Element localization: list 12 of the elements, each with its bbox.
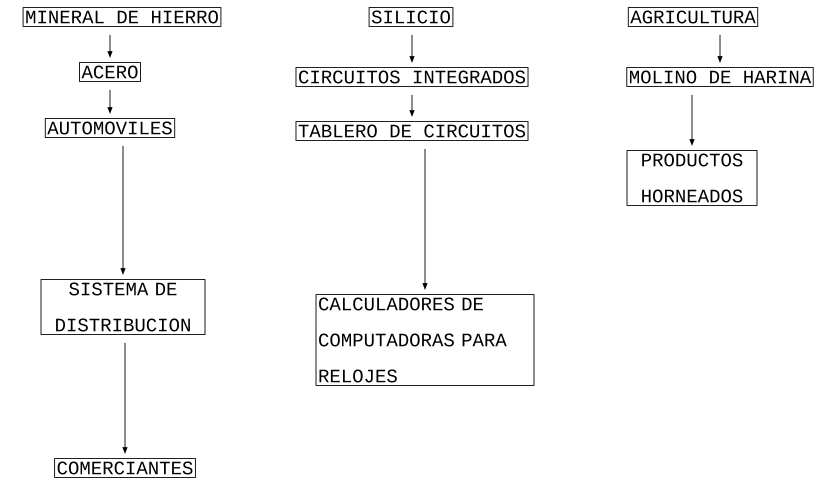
process-box: AGRICULTURA xyxy=(628,7,758,27)
process-box: CALCULADORES DE COMPUTADORAS PARA RELOJES xyxy=(316,294,534,386)
process-box: ACERO xyxy=(79,62,141,82)
process-box: TABLERO DE CIRCUITOS xyxy=(296,121,528,141)
process-box: AUTOMOVILES xyxy=(44,118,176,138)
process-box: COMERCIANTES xyxy=(54,458,196,478)
process-box: CIRCUITOS INTEGRADOS xyxy=(296,67,528,87)
process-box: MINERAL DE HIERRO xyxy=(22,7,222,27)
process-box: PRODUCTOS HORNEADOS xyxy=(626,150,758,206)
process-box: SISTEMA DE DISTRIBUCION xyxy=(40,279,206,335)
process-box: SILICIO xyxy=(368,7,454,27)
process-box: MOLINO DE HARINA xyxy=(626,67,814,87)
